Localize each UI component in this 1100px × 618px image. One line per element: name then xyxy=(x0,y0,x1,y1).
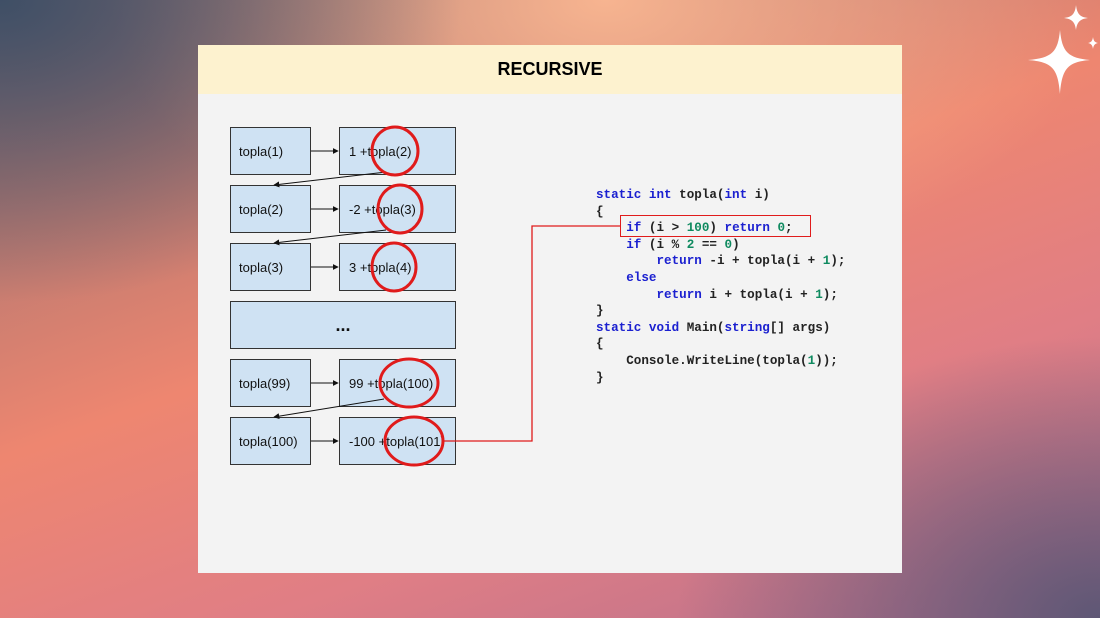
code-keyword: return xyxy=(656,287,702,302)
expr-box: 1 + topla(2) xyxy=(339,127,456,175)
code-keyword: static void xyxy=(596,320,680,335)
connector-line xyxy=(443,225,620,442)
code-keyword: static int xyxy=(596,188,672,202)
call-label: topla(100) xyxy=(239,433,298,449)
expr-prefix: 1 + xyxy=(349,143,368,159)
code-token xyxy=(596,221,626,235)
call-box: topla(2) xyxy=(230,185,311,233)
call-label: topla(2) xyxy=(239,201,284,217)
code-keyword: if xyxy=(626,237,642,252)
call-label: topla(3) xyxy=(239,259,284,275)
ellipsis-label: ... xyxy=(335,314,351,335)
call-label: topla(1) xyxy=(239,143,284,159)
code-keyword: int xyxy=(724,188,748,202)
expr-box: -2 + topla(3) xyxy=(339,185,456,233)
call-box: topla(1) xyxy=(230,127,311,175)
expr-prefix: 99 + xyxy=(349,375,375,391)
expr-prefix: -100 + xyxy=(349,433,387,449)
page-title: RECURSIVE xyxy=(497,59,603,79)
code-token: i) xyxy=(747,188,770,202)
code-line: return i + topla(i + 1); xyxy=(596,287,845,304)
code-token: topla( xyxy=(671,188,725,202)
code-token: ; xyxy=(785,221,793,236)
code-line: { xyxy=(596,336,845,353)
code-line: Console.WriteLine(topla(1)); xyxy=(596,353,845,370)
code-block: static int topla(int i){ if (i > 100) re… xyxy=(596,187,845,386)
expr-call: topla(101) xyxy=(386,433,445,449)
code-token: [] args) xyxy=(769,320,831,335)
code-keyword: return xyxy=(724,221,770,236)
code-line: static void Main(string[] args) xyxy=(596,320,845,337)
expr-prefix: -2 + xyxy=(349,201,372,217)
title-band: RECURSIVE xyxy=(198,45,902,94)
code-line: } xyxy=(596,370,845,387)
code-token xyxy=(596,271,626,285)
code-token: { xyxy=(596,204,604,219)
code-token: ) xyxy=(709,221,725,236)
code-number: 2 xyxy=(686,237,695,252)
code-token: ); xyxy=(822,287,838,302)
code-number: 0 xyxy=(724,237,733,252)
code-token: Console.WriteLine(topla( xyxy=(596,353,808,368)
code-keyword: if xyxy=(626,221,642,236)
code-token: -i + topla(i + xyxy=(701,254,823,269)
code-token: ); xyxy=(830,254,846,269)
slide: RECURSIVE topla(1) 1 + topla(2) topla(2)… xyxy=(198,45,902,573)
code-token: Main( xyxy=(679,320,725,335)
expr-call: topla(4) xyxy=(367,259,412,275)
code-token: i + topla(i + xyxy=(701,287,816,302)
code-number: 1 xyxy=(807,353,816,368)
code-number: 100 xyxy=(686,221,710,236)
code-line: { xyxy=(596,204,845,221)
code-token xyxy=(596,238,626,252)
call-box: topla(99) xyxy=(230,359,311,407)
code-line: else xyxy=(596,270,845,287)
call-box: topla(100) xyxy=(230,417,311,465)
ellipsis-box: ... xyxy=(230,301,456,349)
code-token: == xyxy=(694,237,725,252)
code-token: )); xyxy=(815,353,838,368)
expr-box: -100 + topla(101) xyxy=(339,417,456,465)
call-box: topla(3) xyxy=(230,243,311,291)
sparkle-icon xyxy=(1028,5,1098,94)
expr-call: topla(2) xyxy=(367,143,412,159)
code-line: } xyxy=(596,303,845,320)
code-token: ) xyxy=(732,237,740,252)
expr-prefix: 3 + xyxy=(349,259,368,275)
expr-box: 99 + topla(100) xyxy=(339,359,456,407)
code-number: 1 xyxy=(815,287,823,302)
call-label: topla(99) xyxy=(239,375,291,391)
code-token: (i > xyxy=(641,221,687,236)
code-token: } xyxy=(596,304,604,319)
code-line: static int topla(int i) xyxy=(596,187,845,204)
code-keyword: string xyxy=(724,320,770,335)
expr-call: topla(3) xyxy=(371,201,416,217)
code-line: if (i % 2 == 0) xyxy=(596,237,845,254)
code-token xyxy=(596,288,656,302)
code-token xyxy=(596,254,656,268)
code-token: (i % xyxy=(641,237,687,252)
code-token: { xyxy=(596,337,604,352)
code-line: if (i > 100) return 0; xyxy=(596,220,845,237)
code-number: 1 xyxy=(822,254,831,269)
code-keyword: return xyxy=(656,254,702,269)
code-highlight-box xyxy=(620,215,811,237)
expr-box: 3 + topla(4) xyxy=(339,243,456,291)
code-line: return -i + topla(i + 1); xyxy=(596,253,845,270)
code-number: 0 xyxy=(777,221,786,236)
code-keyword: else xyxy=(626,270,657,285)
expr-call: topla(100) xyxy=(374,375,434,391)
code-token: } xyxy=(596,370,604,385)
